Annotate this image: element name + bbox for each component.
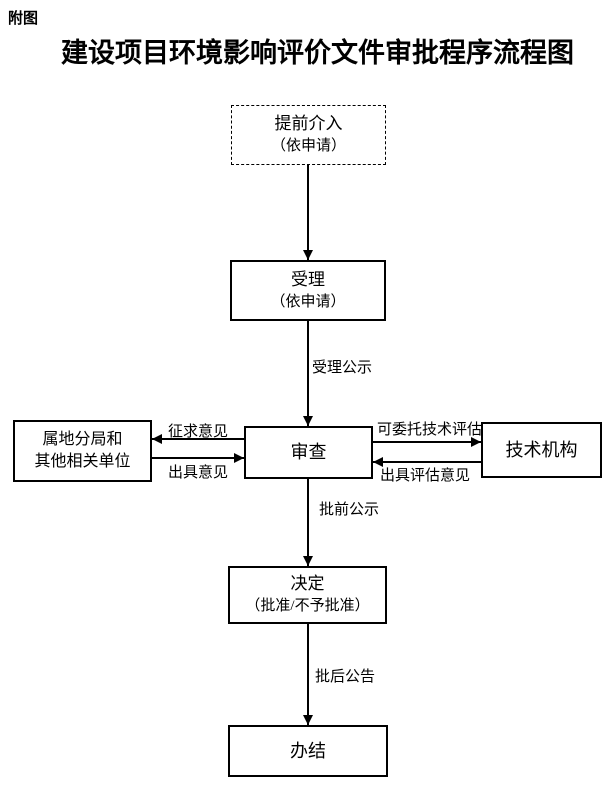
node-completion: 办结 bbox=[228, 725, 388, 777]
node-review-title: 审查 bbox=[290, 442, 327, 463]
edge-label-seek-opinions: 征求意见 bbox=[168, 424, 229, 440]
edge-label-issue-evaluation-opinions: 出具评估意见 bbox=[380, 468, 471, 484]
page-title: 建设项目环境影响评价文件审批程序流程图 bbox=[61, 38, 574, 68]
arrow-review-to-local-bureau bbox=[152, 438, 244, 440]
edge-label-post-approval-announcement: 批后公告 bbox=[315, 669, 376, 685]
node-review: 审查 bbox=[244, 426, 373, 479]
node-technical-agency: 技术机构 bbox=[481, 422, 602, 478]
node-decision-subtitle: （批准/不予批准） bbox=[245, 598, 370, 615]
edge-label-issue-opinions: 出具意见 bbox=[168, 465, 229, 481]
node-acceptance: 受理 （依申请） bbox=[230, 260, 386, 321]
node-local-bureau-line2: 其他相关单位 bbox=[34, 453, 131, 470]
node-early-intervention-subtitle: （依申请） bbox=[270, 138, 346, 155]
edge-label-acceptance-publicity: 受理公示 bbox=[312, 360, 373, 376]
arrow-early-to-acceptance bbox=[307, 165, 309, 260]
corner-label: 附图 bbox=[8, 10, 39, 27]
arrow-review-to-technical-agency bbox=[373, 441, 481, 443]
node-local-bureau: 属地分局和 其他相关单位 bbox=[13, 420, 152, 482]
edge-label-pre-approval-publicity: 批前公示 bbox=[319, 502, 380, 518]
node-decision: 决定 （批准/不予批准） bbox=[228, 566, 387, 624]
arrow-acceptance-to-review bbox=[307, 321, 309, 426]
node-completion-title: 办结 bbox=[290, 740, 326, 761]
arrow-technical-agency-to-review bbox=[373, 461, 481, 463]
node-early-intervention: 提前介入 （依申请） bbox=[231, 105, 386, 165]
node-decision-title: 决定 bbox=[290, 574, 325, 594]
arrow-decision-to-completion bbox=[307, 624, 309, 725]
node-early-intervention-title: 提前介入 bbox=[274, 114, 343, 134]
node-acceptance-subtitle: （依申请） bbox=[270, 293, 346, 310]
node-acceptance-title: 受理 bbox=[291, 269, 325, 289]
arrow-review-to-decision bbox=[307, 479, 309, 566]
arrow-local-bureau-to-review bbox=[152, 457, 244, 459]
node-local-bureau-line1: 属地分局和 bbox=[42, 431, 123, 449]
edge-label-entrust-technical-evaluation: 可委托技术评估 bbox=[377, 422, 483, 438]
node-technical-agency-title: 技术机构 bbox=[505, 439, 578, 460]
